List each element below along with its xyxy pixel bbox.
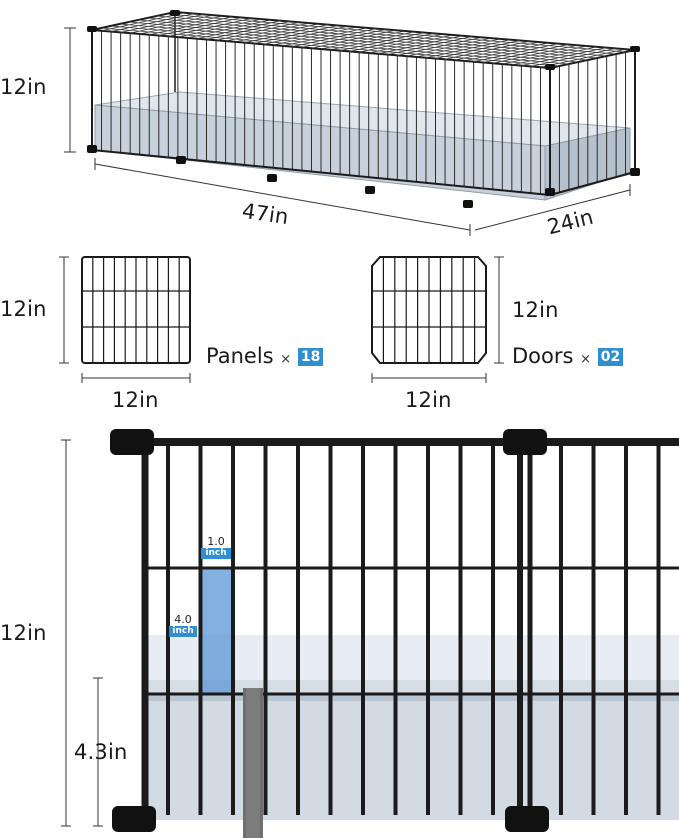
panel-illustration — [81, 256, 191, 364]
panels-count: Panels × 18 — [206, 344, 324, 368]
grid-height-callout: 4.0 inch — [169, 614, 197, 637]
panel-height-label: 12in — [0, 297, 47, 321]
door-illustration — [371, 256, 487, 364]
gap-width-value: 1.0 — [207, 535, 225, 548]
closeup-height-label: 12in — [0, 621, 47, 645]
panels-times: × — [280, 352, 292, 367]
door-dimension-lines — [371, 256, 504, 383]
closeup-illustration — [110, 429, 679, 838]
grid-height-unit: inch — [169, 626, 197, 637]
doors-count-badge: 02 — [597, 348, 624, 366]
grid-height-value: 4.0 — [174, 613, 192, 626]
cage-dimension-lines — [64, 27, 631, 236]
door-width-label: 12in — [405, 388, 452, 412]
gap-width-unit: inch — [201, 548, 231, 559]
cage-illustration — [87, 10, 640, 208]
gap-width-callout: 1.0 inch — [201, 536, 231, 559]
panel-dimension-lines — [59, 256, 191, 383]
door-height-label: 12in — [512, 298, 559, 322]
panels-label: Panels — [206, 344, 274, 368]
doors-count: Doors × 02 — [512, 344, 624, 368]
doors-times: × — [580, 352, 592, 367]
cage-height-label: 12in — [0, 75, 47, 99]
closeup-dimension-lines — [61, 439, 103, 827]
base-height-label: 4.3in — [74, 740, 128, 764]
panels-count-badge: 18 — [297, 348, 324, 366]
gap-highlight — [201, 568, 231, 694]
doors-label: Doors — [512, 344, 574, 368]
panel-width-label: 12in — [112, 388, 159, 412]
